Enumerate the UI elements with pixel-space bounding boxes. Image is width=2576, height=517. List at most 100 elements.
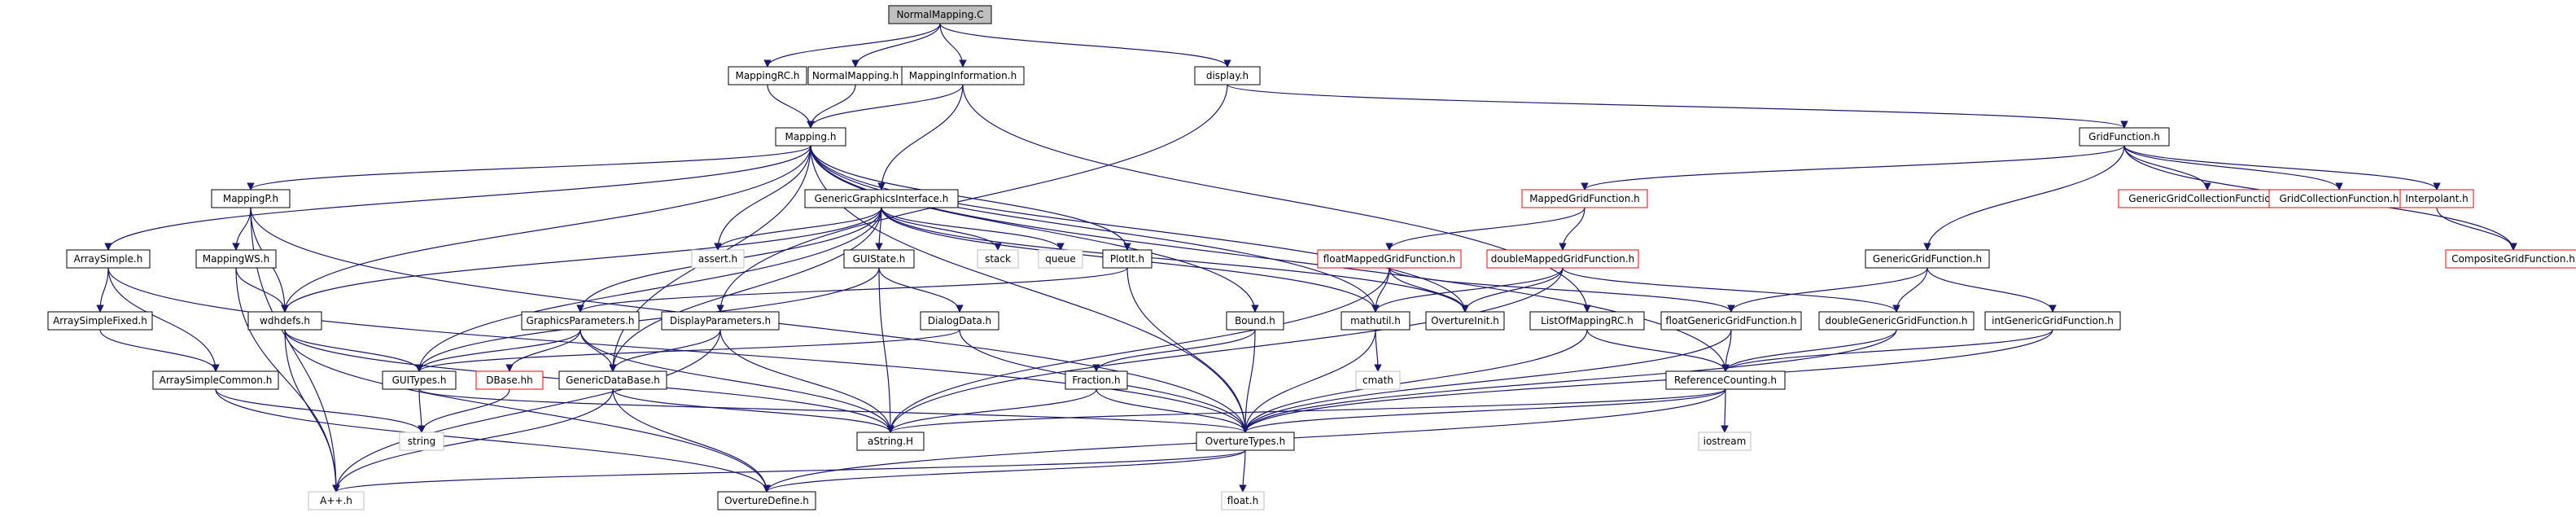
node-label: GridCollectionFunction.h xyxy=(2280,193,2399,204)
node-normalmapping-c[interactable]: NormalMapping.C xyxy=(888,5,992,24)
node-label: Interpolant.h xyxy=(2405,193,2469,204)
node-mapping-h[interactable]: Mapping.h xyxy=(775,127,846,147)
node-label: GUIState.h xyxy=(853,253,906,265)
node-dialogdata-h[interactable]: DialogData.h xyxy=(920,311,999,331)
include-edge xyxy=(232,207,251,251)
node-overturetypes-h[interactable]: OvertureTypes.h xyxy=(1196,432,1295,451)
node-overturedefine-h[interactable]: OvertureDefine.h xyxy=(717,491,816,510)
node-interpolant-h[interactable]: Interpolant.h xyxy=(2399,189,2474,208)
node-box xyxy=(475,370,544,390)
include-edge xyxy=(886,267,1564,433)
node-label: MappingP.h xyxy=(223,193,278,204)
node-iostream[interactable]: iostream xyxy=(1698,432,1752,451)
node-box xyxy=(2079,127,2170,147)
include-edge xyxy=(609,207,882,372)
node-assert-h[interactable]: assert.h xyxy=(691,249,745,269)
node-genericgridfunction-h[interactable]: GenericGridFunction.h xyxy=(1865,249,1990,269)
node-doublemappedgridfunction-h[interactable]: doubleMappedGridFunction.h xyxy=(1486,249,1639,269)
node-box xyxy=(1665,370,1786,390)
node-wdhdefs-h[interactable]: wdhdefs.h xyxy=(247,311,322,331)
node-label: GenericGridFunction.h xyxy=(1873,253,1982,265)
include-edge xyxy=(1923,145,2125,251)
node-label: Mapping.h xyxy=(785,131,837,142)
node-label: cmath xyxy=(1362,375,1393,386)
node-string[interactable]: string xyxy=(399,432,444,451)
include-edge xyxy=(1239,449,1247,493)
node-label: Fraction.h xyxy=(1072,375,1120,386)
node-label: MappingInformation.h xyxy=(909,70,1017,81)
node-bound-h[interactable]: Bound.h xyxy=(1226,311,1284,331)
node-normalmapping-h[interactable]: NormalMapping.h xyxy=(807,66,903,85)
node-genericgraphicsinterface-h[interactable]: GenericGraphicsInterface.h xyxy=(804,189,959,208)
node-label: intGenericGridFunction.h xyxy=(1992,315,2114,326)
node-genericgridcollectionfunction-h[interactable]: GenericGridCollectionFunction.h xyxy=(2118,189,2297,208)
node-compositegridfunction-h[interactable]: CompositeGridFunction.h xyxy=(2445,249,2576,269)
node-doublegenericgridfunction-h[interactable]: doubleGenericGridFunction.h xyxy=(1818,311,1975,331)
node-gridcollectionfunction-h[interactable]: GridCollectionFunction.h xyxy=(2268,189,2410,208)
node-arraysimplefixed-h[interactable]: ArraySimpleFixed.h xyxy=(47,311,153,331)
node-mappingrc-h[interactable]: MappingRC.h xyxy=(728,66,807,85)
node-arraysimplecommon-h[interactable]: ArraySimpleCommon.h xyxy=(152,370,279,390)
node-label: float.h xyxy=(1227,495,1258,506)
node-label: MappingWS.h xyxy=(203,253,269,265)
node-genericdatabase-h[interactable]: GenericDataBase.h xyxy=(558,370,667,390)
include-edge xyxy=(714,207,882,251)
node-label: DBase.hh xyxy=(486,375,533,386)
node-floatgenericgridfunction-h[interactable]: floatGenericGridFunction.h xyxy=(1660,311,1802,331)
include-edge xyxy=(763,449,1246,493)
include-edge xyxy=(2123,145,2441,191)
node-mappingp-h[interactable]: MappingP.h xyxy=(211,189,291,208)
include-edge xyxy=(418,388,1249,433)
node-graphicsparameters-h[interactable]: GraphicsParameters.h xyxy=(521,311,640,331)
include-edge xyxy=(418,388,426,433)
node-label: Bound.h xyxy=(1235,315,1275,326)
node-mappingws-h[interactable]: MappingWS.h xyxy=(195,249,277,269)
node-arraysimple-h[interactable]: ArraySimple.h xyxy=(66,249,151,269)
node-label: OvertureInit.h xyxy=(1431,315,1499,326)
node-aplusplus-h[interactable]: A++.h xyxy=(308,491,365,510)
include-edge xyxy=(881,207,1002,251)
node-label: ArraySimple.h xyxy=(74,253,143,265)
include-edge xyxy=(415,207,882,372)
node-label: DialogData.h xyxy=(928,315,991,326)
node-box xyxy=(1221,491,1265,510)
node-mathutil-h[interactable]: mathutil.h xyxy=(1340,311,1410,331)
node-box xyxy=(843,249,915,269)
node-display-h[interactable]: display.h xyxy=(1194,66,1261,85)
node-box xyxy=(382,370,457,390)
include-edge xyxy=(215,388,426,433)
node-cmath[interactable]: cmath xyxy=(1355,370,1401,390)
node-displayparameters-h[interactable]: DisplayParameters.h xyxy=(661,311,780,331)
include-edge xyxy=(332,388,614,493)
include-edge xyxy=(810,145,1469,313)
include-edge xyxy=(878,267,894,433)
node-mappinginformation-h[interactable]: MappingInformation.h xyxy=(901,66,1025,85)
node-intgenericgridfunction-h[interactable]: intGenericGridFunction.h xyxy=(1984,311,2121,331)
include-edge xyxy=(962,84,1591,313)
node-label: queue xyxy=(1045,253,1076,265)
node-overtureinit-h[interactable]: OvertureInit.h xyxy=(1425,311,1505,331)
node-referencecounting-h[interactable]: ReferenceCounting.h xyxy=(1665,370,1786,390)
node-label: aString.H xyxy=(868,436,913,447)
node-floatmappedgridfunction-h[interactable]: floatMappedGridFunction.h xyxy=(1317,249,1462,269)
node-float-h[interactable]: float.h xyxy=(1221,491,1265,510)
node-fraction-h[interactable]: Fraction.h xyxy=(1065,370,1128,390)
node-queue[interactable]: queue xyxy=(1038,249,1083,269)
node-guitypes-h[interactable]: GUITypes.h xyxy=(382,370,457,390)
include-edge xyxy=(284,329,771,493)
node-astring-h[interactable]: aString.H xyxy=(856,432,925,451)
node-guistate-h[interactable]: GUIState.h xyxy=(843,249,915,269)
node-gridfunction-h[interactable]: GridFunction.h xyxy=(2079,127,2170,147)
include-edge xyxy=(719,329,894,433)
node-dbase-hh[interactable]: DBase.hh xyxy=(475,370,544,390)
node-stack[interactable]: stack xyxy=(977,249,1019,269)
include-edge xyxy=(767,84,815,129)
node-box xyxy=(152,370,279,390)
node-label: GUITypes.h xyxy=(392,375,447,386)
node-listofmappingrc-h[interactable]: ListOfMappingRC.h xyxy=(1529,311,1645,331)
node-box xyxy=(1425,311,1505,331)
node-box xyxy=(804,189,959,208)
node-mappedgridfunction-h[interactable]: MappedGridFunction.h xyxy=(1521,189,1648,208)
node-label: GenericDataBase.h xyxy=(566,375,660,386)
node-plotit-h[interactable]: PlotIt.h xyxy=(1102,249,1152,269)
